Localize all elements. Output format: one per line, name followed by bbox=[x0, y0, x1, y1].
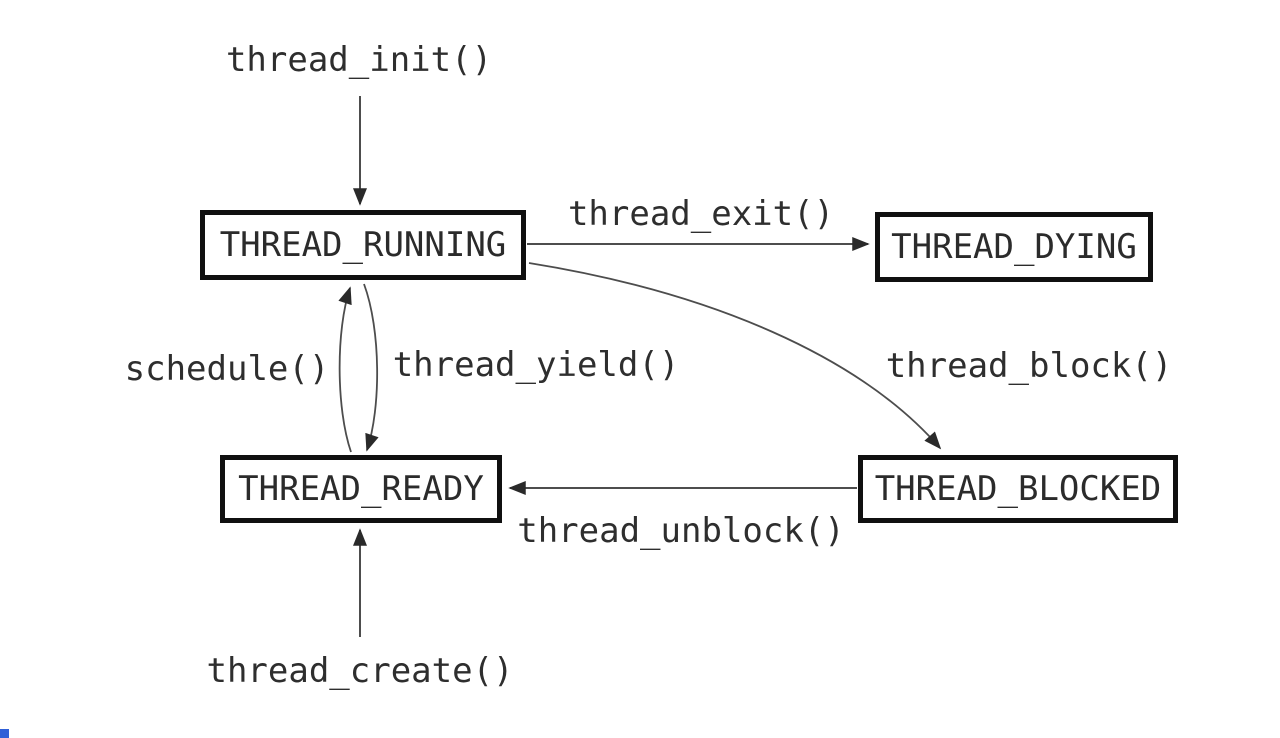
transition-label-thread-yield: thread_yield() bbox=[392, 345, 680, 385]
transition-label-thread-block: thread_block() bbox=[885, 346, 1173, 386]
transition-label-thread-create: thread_create() bbox=[206, 651, 514, 691]
state-label-thread-running: THREAD_RUNNING bbox=[219, 225, 507, 265]
transition-label-thread-exit: thread_exit() bbox=[567, 194, 835, 234]
arrow-schedule bbox=[338, 286, 352, 453]
transition-label-thread-unblock: thread_unblock() bbox=[517, 511, 845, 551]
state-box-thread-running: THREAD_RUNNING bbox=[200, 210, 526, 280]
state-label-thread-blocked: THREAD_BLOCKED bbox=[874, 469, 1162, 509]
state-label-thread-dying: THREAD_DYING bbox=[891, 227, 1137, 267]
transition-label-schedule: schedule() bbox=[124, 349, 330, 389]
state-box-thread-blocked: THREAD_BLOCKED bbox=[858, 455, 1178, 523]
state-label-thread-ready: THREAD_READY bbox=[238, 469, 484, 509]
corner-artifact bbox=[0, 729, 9, 738]
state-box-thread-ready: THREAD_READY bbox=[220, 455, 502, 523]
arrow-thread-block bbox=[528, 262, 942, 450]
state-box-thread-dying: THREAD_DYING bbox=[875, 212, 1153, 282]
transition-label-thread-init: thread_init() bbox=[225, 40, 493, 80]
arrow-thread-yield bbox=[363, 283, 379, 452]
